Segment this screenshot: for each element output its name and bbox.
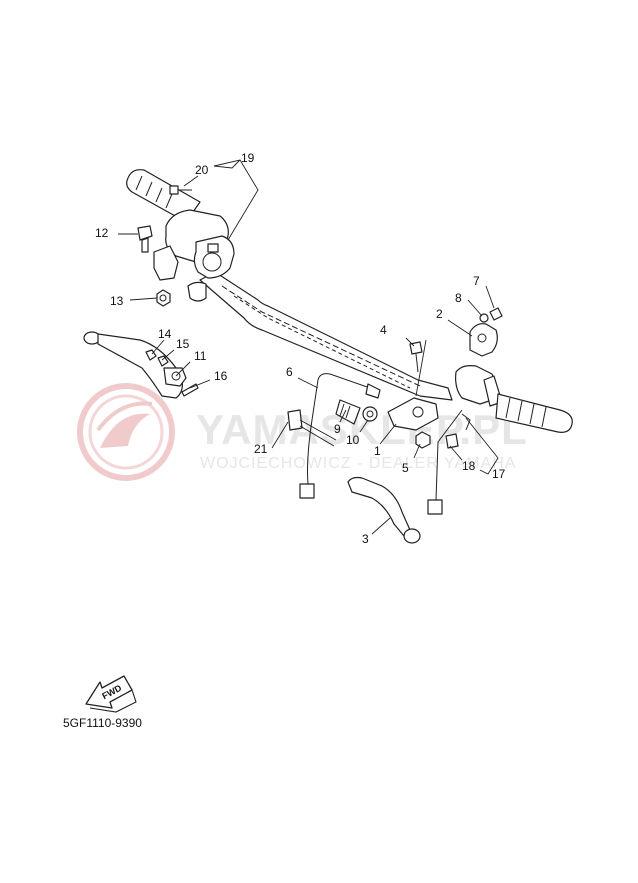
callout-14: 14	[158, 327, 172, 341]
callout-3: 3	[362, 532, 369, 546]
clutch-lever	[83, 331, 187, 399]
part-16-pin	[181, 383, 199, 397]
part-2-bracket	[469, 323, 498, 357]
callout-6: 6	[286, 365, 293, 379]
callout-9: 9	[334, 422, 341, 436]
part-10-nut	[362, 406, 378, 422]
drawing-code: 5GF1110-9390	[63, 716, 142, 730]
watermark-logo	[77, 383, 175, 481]
callout-4: 4	[380, 323, 387, 337]
callout-1: 1	[374, 444, 381, 458]
part-7-screw	[489, 307, 503, 321]
callout-16: 16	[214, 369, 228, 383]
watermark-subtitle: WOJCIECHOWICZ - DEALER YAMAHA	[200, 455, 516, 472]
part-15-nut	[157, 355, 169, 367]
part-5-nut	[415, 431, 431, 449]
part-12-bolt	[137, 225, 153, 253]
part-21-clamp	[287, 409, 337, 447]
callout-20: 20	[195, 163, 209, 177]
callout-10: 10	[346, 433, 360, 447]
part-13-nut	[156, 289, 171, 307]
callout-8: 8	[455, 291, 462, 305]
callout-21: 21	[254, 442, 268, 456]
part-6-cable	[299, 373, 381, 499]
callout-17: 17	[492, 467, 506, 481]
part-18-switch	[427, 409, 463, 515]
callout-2: 2	[436, 307, 443, 321]
callout-5: 5	[402, 461, 409, 475]
part-9-boot	[335, 399, 361, 425]
callout-13: 13	[110, 294, 124, 308]
part-4-bolt	[409, 341, 423, 373]
callout-19: 19	[241, 151, 255, 165]
callout-18: 18	[462, 459, 476, 473]
right-grip	[455, 365, 573, 433]
callout-11: 11	[194, 349, 207, 363]
part-17-cable	[461, 413, 471, 431]
callout-12: 12	[95, 226, 109, 240]
callout-7: 7	[473, 274, 480, 288]
handlebar	[199, 271, 453, 401]
brake-lever	[347, 476, 421, 544]
left-switch-assembly	[153, 209, 235, 302]
fwd-arrow-icon: FWD	[85, 675, 137, 713]
callouts: 1 2 3 4 5 6 7 8 9 10 11 12 13 14 15 16 1…	[95, 151, 506, 546]
callout-15: 15	[176, 337, 190, 351]
leader-lines	[118, 159, 499, 535]
part-20-screw	[169, 185, 192, 195]
